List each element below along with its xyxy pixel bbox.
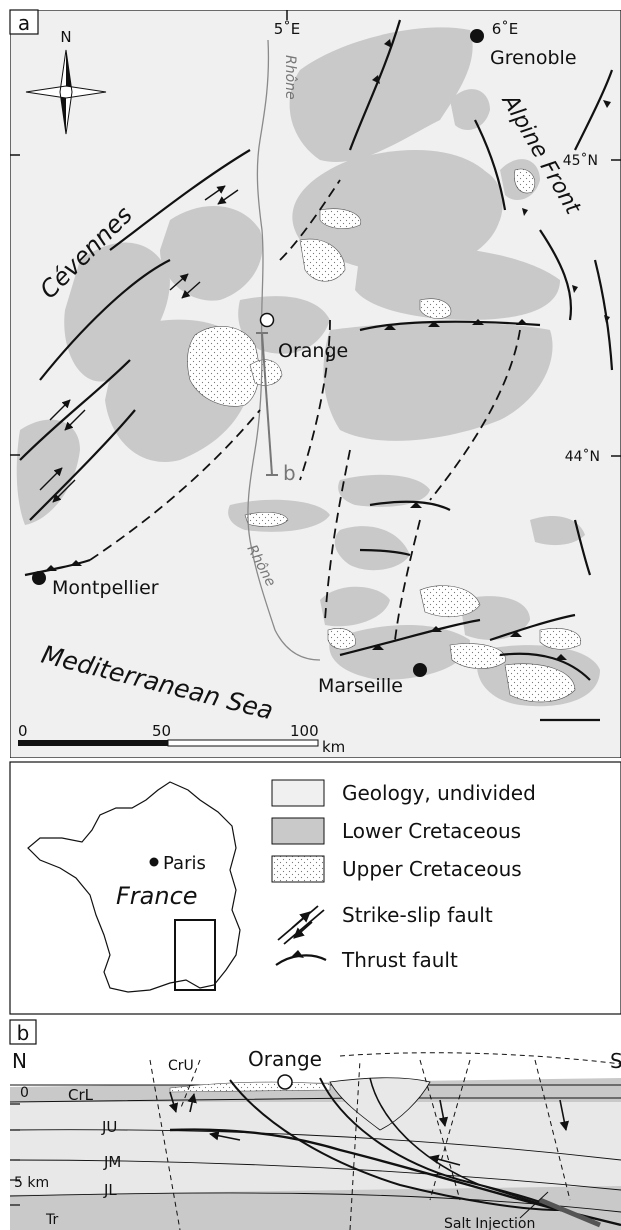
unit-label-crl: CrL — [68, 1086, 94, 1104]
inset-capital: Paris — [163, 853, 206, 874]
lat-label-45n: 45˚N — [563, 152, 598, 169]
legend-thrust-symbol — [275, 950, 327, 966]
depth-label-0: 0 — [20, 1085, 29, 1101]
france-outline — [27, 781, 241, 993]
scale-bar — [18, 739, 319, 747]
scale-unit: km — [322, 738, 345, 756]
inset-country: France — [116, 882, 198, 910]
compass-rose — [25, 49, 107, 135]
legend-swatch-lower-cretaceous — [271, 817, 325, 845]
section-line-b — [256, 332, 278, 476]
panel-a-letter: a — [18, 11, 30, 35]
city-marseille: Marseille — [318, 675, 403, 697]
lat-label-44n: 44˚N — [565, 448, 600, 465]
legend-label-thrust: Thrust fault — [341, 948, 458, 972]
fault-lines — [19, 19, 614, 722]
panel-b-letter: b — [17, 1021, 30, 1045]
scale-tick-100: 100 — [290, 722, 319, 740]
marseille-dot — [413, 663, 427, 677]
legend-swatch-undivided — [271, 779, 325, 807]
legend-label-undivided: Geology, undivided — [342, 781, 536, 805]
city-grenoble: Grenoble — [490, 47, 577, 69]
strike-slip-arrows — [39, 185, 239, 503]
legend-label-upper-cretaceous: Upper Cretaceous — [342, 857, 522, 881]
paris-dot — [149, 857, 159, 867]
city-orange: Orange — [278, 340, 348, 362]
cross-section — [10, 1052, 621, 1230]
city-montpellier: Montpellier — [52, 577, 159, 599]
legend-swatch-upper-cretaceous — [271, 855, 325, 883]
unit-label-ju: JU — [101, 1118, 117, 1136]
lon-label-6e: 6˚E — [492, 20, 519, 38]
lon-label-5e: 5˚E — [274, 20, 301, 38]
legend-strike-slip-symbol — [277, 905, 325, 945]
upper-cretaceous-areas — [187, 168, 582, 703]
inferred-faults — [89, 179, 521, 641]
orange-dot — [259, 312, 275, 328]
inset-locator-box — [174, 919, 216, 991]
scale-tick-50: 50 — [152, 722, 171, 740]
montpellier-dot — [32, 571, 46, 585]
lat-ticks — [10, 154, 20, 456]
river-label-north: Rhône — [282, 55, 298, 100]
unit-label-cru: CrU — [168, 1058, 194, 1074]
map-panel — [10, 10, 621, 758]
depth-label-5km: 5 km — [14, 1175, 49, 1191]
unit-label-jl: JL — [103, 1181, 117, 1199]
thrust-teeth — [45, 39, 611, 660]
unit-label-tr: Tr — [45, 1212, 58, 1228]
annotation-salt-injection: Salt Injection — [444, 1216, 535, 1230]
section-north: N — [12, 1049, 27, 1073]
unit-label-jm: JM — [103, 1153, 121, 1171]
rhone-river — [247, 39, 321, 661]
legend-label-lower-cretaceous: Lower Cretaceous — [342, 819, 521, 843]
grenoble-dot — [470, 29, 484, 43]
section-letter-b: b — [283, 461, 296, 485]
scale-tick-0: 0 — [18, 722, 28, 740]
section-south: S — [610, 1049, 621, 1073]
section-orange-dot — [277, 1074, 293, 1090]
section-town-orange: Orange — [248, 1047, 322, 1071]
north-label: N — [60, 28, 71, 46]
legend-label-strike-slip: Strike-slip fault — [342, 903, 493, 927]
